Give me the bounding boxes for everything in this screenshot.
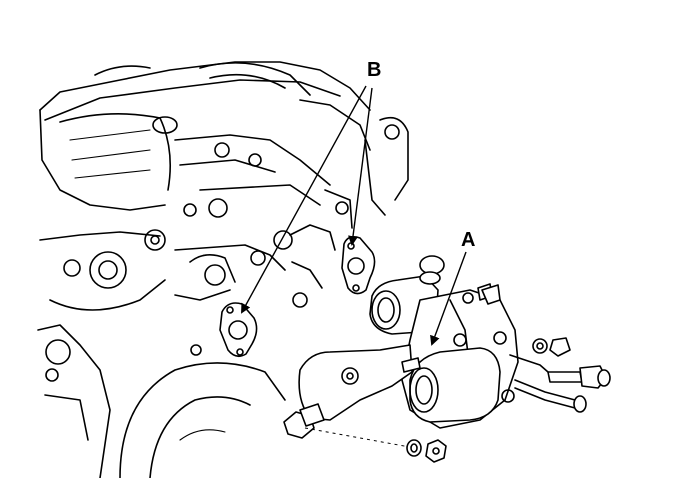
callout-b: B	[241, 59, 381, 314]
thermostat-housing	[283, 255, 519, 439]
callout-b-arrow-lower	[241, 85, 367, 314]
callout-a: A	[430, 229, 475, 346]
callout-b-label: B	[367, 59, 381, 81]
gasket-lower	[219, 302, 258, 358]
callout-a-arrow	[430, 251, 467, 346]
gasket-upper	[341, 236, 376, 295]
lower-fasteners	[304, 427, 447, 463]
bolts-and-pipes	[509, 337, 611, 413]
engine-block	[37, 61, 409, 478]
callout-b-arrow-upper	[348, 87, 373, 246]
callout-a-label: A	[461, 229, 475, 251]
